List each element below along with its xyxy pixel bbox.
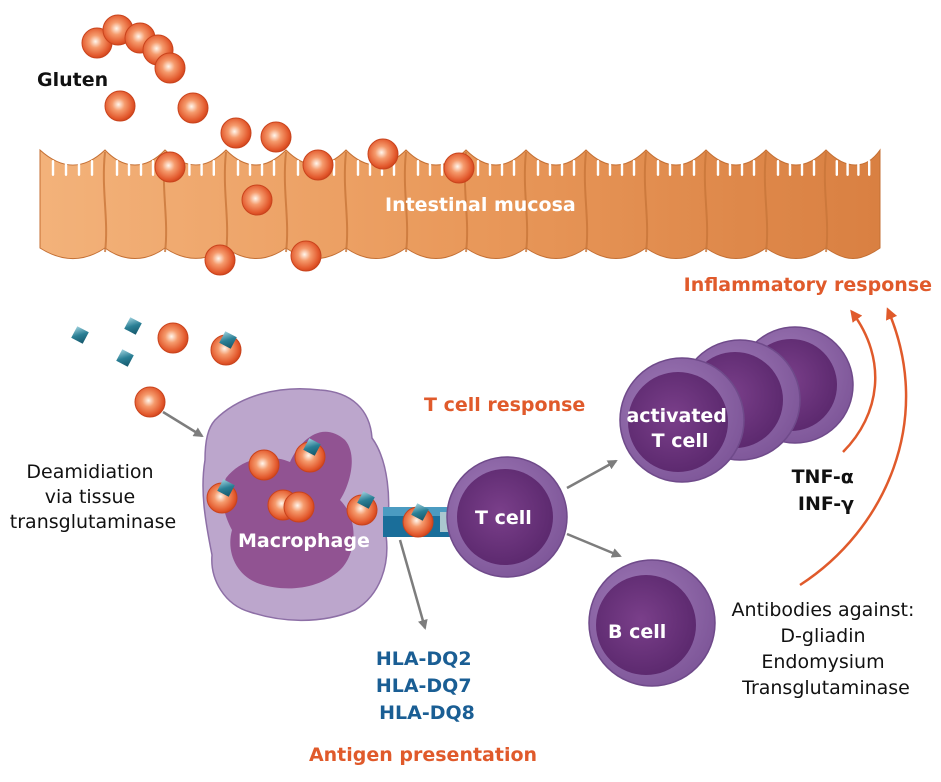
t-cell-label: T cell (475, 507, 532, 529)
gluten-particle (154, 52, 186, 84)
cytokines-label: TNF-α INF-γ (792, 466, 861, 515)
macrophage-label: Macrophage (238, 530, 370, 552)
deamidiation-label: Deamidiation via tissue transglutaminase (10, 461, 176, 533)
gluten-particle (443, 152, 475, 184)
t-cell-response-label: T cell response (424, 394, 585, 416)
transglutaminase-particles (71, 317, 242, 418)
arrow-to-activated-t-cell (566, 459, 618, 490)
intestinal-mucosa-label: Intestinal mucosa (385, 194, 576, 216)
arrow-antibodies-to-inflammation (799, 307, 908, 587)
arrow-cytokines-to-inflammation (842, 309, 877, 453)
gluten-particle (241, 184, 273, 216)
arrow-to-b-cell (566, 532, 622, 558)
gluten-particle (157, 322, 189, 354)
arrow-to-hla (398, 539, 428, 630)
activated-t-cell-label: activated T cell (626, 405, 733, 452)
transglutaminase-icon (124, 317, 142, 335)
transglutaminase-icon (116, 349, 134, 367)
gluten-particle (367, 138, 399, 170)
intestinal-mucosa (39, 148, 881, 259)
hla-labels: HLA-DQ2 HLA-DQ7 HLA-DQ8 (376, 648, 478, 724)
t-cell (446, 456, 568, 578)
gluten-particle (290, 240, 322, 272)
antibodies-label: Antibodies against: D-gliadin Endomysium… (732, 599, 921, 699)
inflammatory-response-label: Inflammatory response (684, 274, 932, 296)
b-cell-label: B cell (608, 621, 666, 643)
transglutaminase-icon (71, 326, 89, 344)
b-cell (588, 559, 716, 687)
gluten-particle (104, 90, 136, 122)
arrow-to-macrophage (162, 410, 204, 438)
activated-t-cells (619, 326, 854, 483)
gluten-particle (134, 386, 166, 418)
antigen-presentation-label: Antigen presentation (309, 744, 537, 766)
gluten-particle (220, 117, 252, 149)
gluten-particle (154, 151, 186, 183)
gluten-particle (302, 149, 334, 181)
gluten-particle (177, 92, 209, 124)
gluten-particle (260, 121, 292, 153)
gluten-label: Gluten (37, 69, 108, 91)
macrophage (202, 388, 390, 622)
gluten-particle (204, 244, 236, 276)
